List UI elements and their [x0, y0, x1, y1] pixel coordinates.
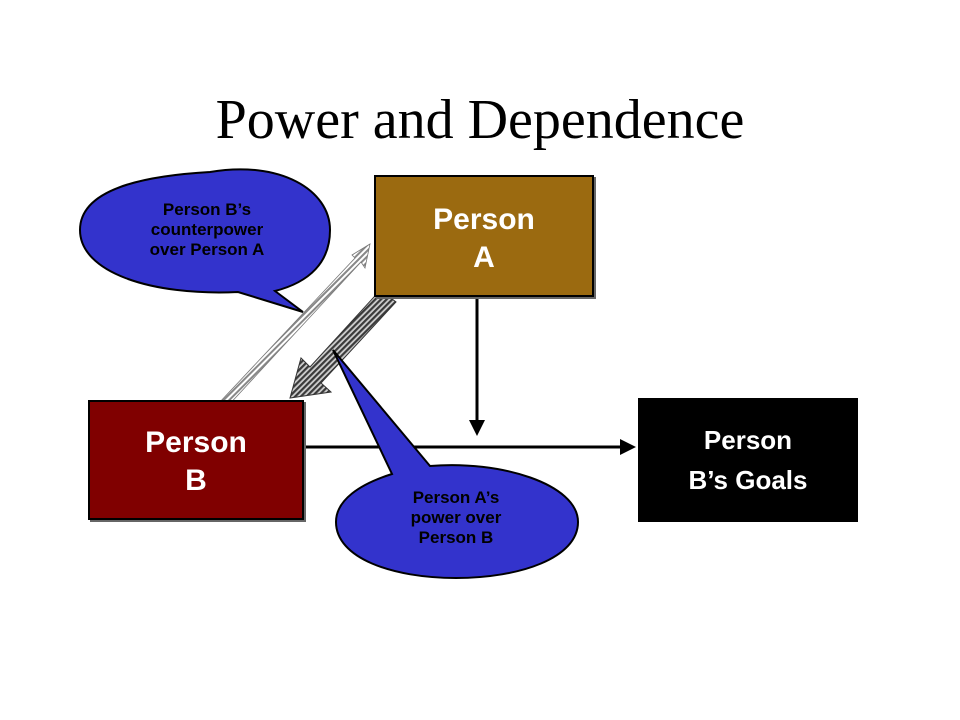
goals-label-line2: B’s Goals [688, 465, 808, 495]
power-callout-text: Person A’s power over Person B [356, 488, 556, 548]
person-a-label-line2: A [473, 241, 495, 274]
b-to-goals-arrow [304, 439, 636, 455]
slide-title: Power and Dependence [215, 89, 745, 151]
counterpower-callout-text: Person B’s counterpower over Person A [112, 200, 302, 260]
counterpower-line3: over Person A [149, 240, 265, 259]
power-line1: Person A’s [412, 488, 500, 507]
power-callout-bubble [332, 349, 580, 580]
power-line3: Person B [418, 528, 494, 547]
power-line2: power over [410, 508, 502, 527]
person-b-label-line2: B [185, 464, 207, 497]
person-b-goals-box: Person B’s Goals [638, 398, 858, 522]
a-to-line-arrow [469, 298, 485, 436]
person-a-box: Person A [374, 175, 594, 297]
power-arrow [289, 285, 397, 399]
counterpower-line1: Person B’s [162, 200, 252, 219]
counterpower-line2: counterpower [150, 220, 264, 239]
person-a-label-line1: Person [433, 203, 535, 236]
person-b-label-line1: Person [145, 426, 247, 459]
goals-label-line1: Person [703, 425, 793, 455]
counterpower-callout-bubble [78, 168, 332, 313]
counterpower-arrow [218, 243, 371, 409]
person-b-box: Person B [88, 400, 304, 520]
